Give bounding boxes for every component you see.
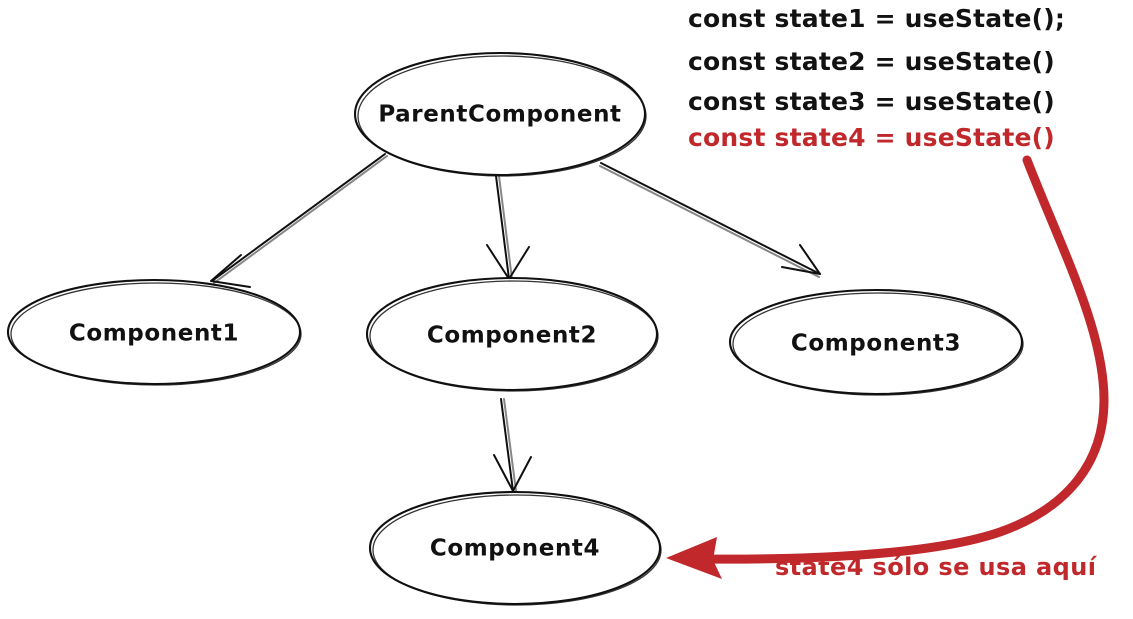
- node-component4-label: Component4: [430, 536, 600, 562]
- node-component4[interactable]: Component4: [368, 490, 662, 606]
- node-component1[interactable]: Component1: [6, 278, 302, 386]
- annotation-arrowhead: [666, 537, 722, 579]
- node-component3[interactable]: Component3: [728, 288, 1024, 396]
- code-line-state3: const state3 = useState(): [688, 87, 1055, 116]
- annotation-label: state4 sólo se usa aquí: [775, 553, 1098, 581]
- node-parent-label: ParentComponent: [378, 102, 621, 128]
- code-line-state4: const state4 = useState(): [688, 123, 1055, 152]
- code-block: const state1 = useState(); const state2 …: [688, 4, 1065, 152]
- edge-parent-to-component1: [210, 153, 388, 288]
- node-component3-label: Component3: [791, 331, 961, 357]
- edge-parent-to-component2: [486, 175, 530, 280]
- node-component2-label: Component2: [427, 323, 597, 349]
- node-component2[interactable]: Component2: [365, 276, 659, 392]
- node-component1-label: Component1: [69, 321, 239, 347]
- edge-component2-to-component4: [493, 398, 532, 492]
- code-line-state1: const state1 = useState();: [688, 4, 1065, 33]
- node-parent[interactable]: ParentComponent: [353, 51, 647, 177]
- code-line-state2: const state2 = useState(): [688, 47, 1055, 76]
- annotation-arrow: [666, 155, 1109, 579]
- edge-parent-to-component3: [599, 162, 821, 278]
